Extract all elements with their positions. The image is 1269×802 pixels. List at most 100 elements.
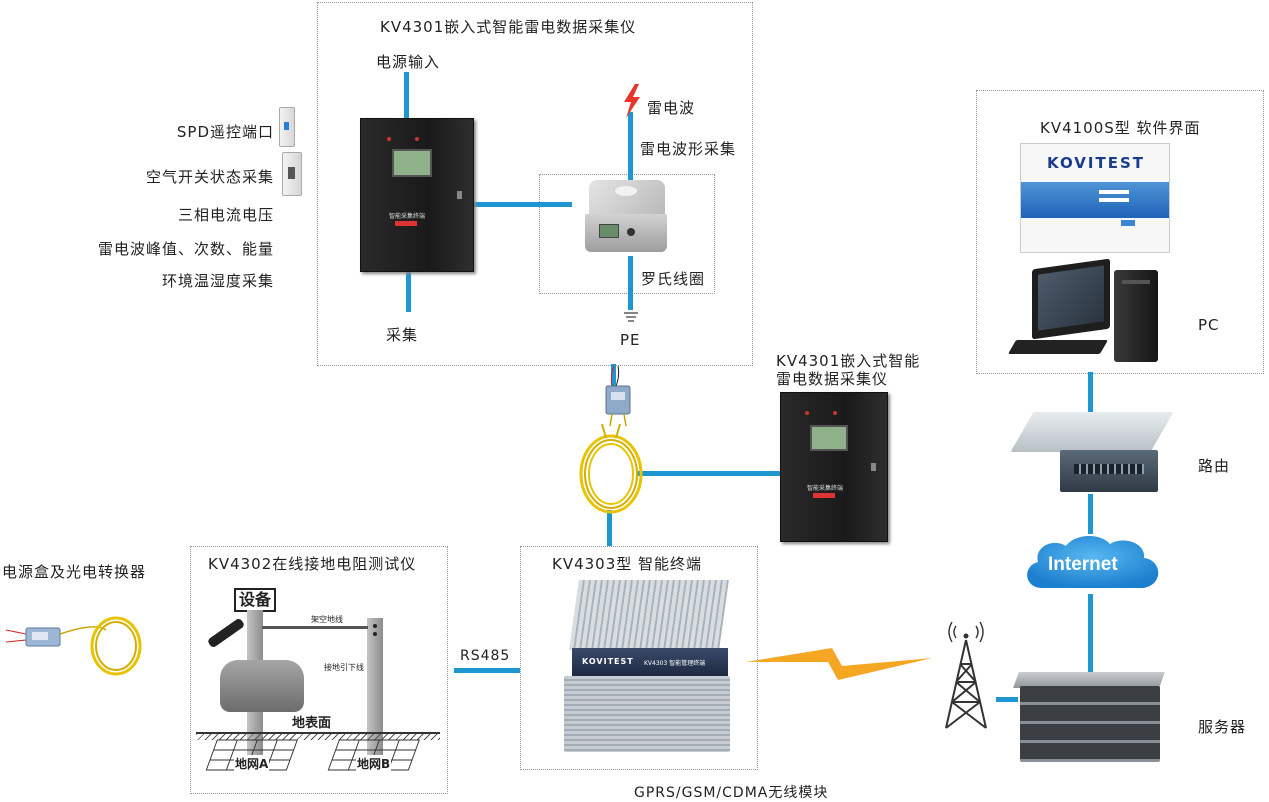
software-box	[976, 90, 1264, 374]
cabinet-tag	[395, 221, 417, 226]
coil-cabinet-line	[638, 471, 780, 476]
server-body	[1020, 686, 1160, 762]
fiber-coil-icon	[579, 423, 643, 514]
pc-router-line	[1088, 372, 1093, 412]
kv4302-title: KV4302在线接地电阻测试仪	[208, 555, 417, 573]
server-label: 服务器	[1198, 718, 1247, 736]
spd-indicator	[284, 122, 289, 130]
internet-server-line	[1088, 594, 1093, 678]
coil-pe-line	[628, 256, 633, 310]
device-box: 设备	[234, 588, 277, 612]
brand-logo: KOVITEST	[1047, 154, 1146, 172]
kv4301-second-title-line2: 雷电数据采集仪	[776, 370, 889, 388]
rogowski-coil-label: 罗氏线圈	[641, 270, 706, 288]
router-top	[1010, 412, 1174, 452]
rs485-line	[454, 668, 520, 673]
grid-b-label: 地网B	[356, 755, 392, 772]
cabinet-handle	[457, 191, 462, 199]
kv4303-title: KV4303型 智能终端	[552, 555, 703, 573]
converter-icon	[605, 365, 631, 427]
kv4303-box	[520, 546, 758, 770]
sensor-connector	[627, 228, 635, 236]
terminal-plate: KOVITEST KV4303 智能管理终端	[572, 648, 728, 678]
rs485-label: RS485	[460, 648, 511, 664]
cabinet-sensor-line	[472, 202, 572, 207]
wave-peak-label: 雷电波峰值、次数、能量	[97, 240, 274, 258]
cabinet-screen	[810, 425, 848, 451]
antenna-server-line	[996, 697, 1018, 702]
pc-label: PC	[1198, 316, 1220, 334]
grid-a-label: 地网A	[234, 755, 270, 772]
cabinet-indicator	[833, 411, 837, 415]
software-title: KV4100S型 软件界面	[1040, 119, 1201, 137]
spd-module-icon	[279, 107, 295, 147]
login-field	[1099, 198, 1129, 202]
sensor-icon	[585, 180, 667, 254]
lightning-waveform-label: 雷电波形采集	[640, 140, 737, 158]
server-icon	[1013, 672, 1165, 764]
login-field	[1099, 190, 1129, 194]
power-box-icon	[5, 616, 142, 676]
router-ports	[1074, 464, 1144, 474]
keyboard	[1007, 340, 1109, 354]
converter-line	[611, 364, 616, 394]
lightning-icon	[624, 84, 640, 118]
cabinet-handle	[871, 463, 876, 471]
cabinet-screen	[392, 149, 432, 177]
cabinet-label: 智能采集终端	[389, 213, 426, 220]
pole-right-hole	[373, 624, 377, 628]
terminal-brand: KOVITEST	[582, 657, 634, 666]
lightning-wave-label: 雷电波	[647, 99, 696, 117]
cabinet-indicator	[387, 137, 391, 141]
main-box-title: KV4301嵌入式智能雷电数据采集仪	[380, 18, 637, 36]
computer-icon	[1007, 258, 1166, 366]
monitor-screen	[1038, 265, 1104, 331]
cabinet-tag	[813, 493, 835, 498]
ground-icon	[624, 312, 638, 322]
login-button	[1121, 220, 1135, 226]
router-internet-line	[1088, 494, 1093, 534]
spd-port-label: SPD遥控端口	[176, 123, 274, 141]
coil-terminal-line	[607, 510, 612, 546]
terminal-icon: KOVITEST KV4303 智能管理终端	[560, 580, 730, 756]
tower-drive	[1122, 280, 1150, 284]
overhead-wire-label: 架空地线	[311, 615, 343, 624]
software-banner	[1021, 182, 1169, 218]
wireless-module-label: GPRS/GSM/CDMA无线模块	[634, 785, 829, 801]
power-box-label: 电源盒及光电转换器	[2, 563, 147, 581]
pole-right-hole	[373, 632, 377, 636]
sensor-front	[585, 214, 667, 252]
internet-label: Internet	[1048, 554, 1118, 575]
sensor-display	[599, 224, 619, 238]
cabinet-icon: 智能采集终端	[780, 392, 888, 542]
cabinet-icon: 智能采集终端	[360, 118, 474, 272]
software-screenshot: KOVITEST	[1020, 143, 1170, 253]
breaker-icon	[282, 152, 302, 196]
cabinet-indicator	[415, 137, 419, 141]
cabinet-label: 智能采集终端	[807, 485, 844, 492]
power-input-line	[404, 72, 409, 118]
kv4302-box	[190, 546, 448, 794]
router-icon	[1010, 412, 1174, 494]
ground-surface-line	[196, 732, 440, 734]
wireless-bolt-icon	[746, 648, 932, 680]
pe-label: PE	[620, 331, 641, 349]
pc-tower	[1114, 270, 1158, 362]
ground-surface-label: 地表面	[292, 716, 332, 731]
breaker-switch	[288, 167, 295, 179]
kv4301-main-box	[317, 2, 753, 366]
collect-line	[406, 270, 411, 312]
three-phase-label: 三相电流电压	[177, 206, 274, 224]
collect-label: 采集	[386, 326, 419, 344]
env-temp-label: 环境温湿度采集	[161, 272, 274, 290]
clamp-meter-icon	[220, 660, 304, 712]
terminal-top	[569, 580, 729, 650]
terminal-model: KV4303 智能管理终端	[644, 660, 706, 667]
ground-down-label: 接地引下线	[324, 663, 364, 672]
rogowski-subbox	[539, 174, 715, 294]
kv4301-second-title-line1: KV4301嵌入式智能	[776, 352, 921, 370]
cloud-icon	[1027, 535, 1159, 588]
ground-hatch	[196, 734, 440, 740]
pole-right	[367, 618, 383, 760]
cabinet-indicator	[805, 411, 809, 415]
